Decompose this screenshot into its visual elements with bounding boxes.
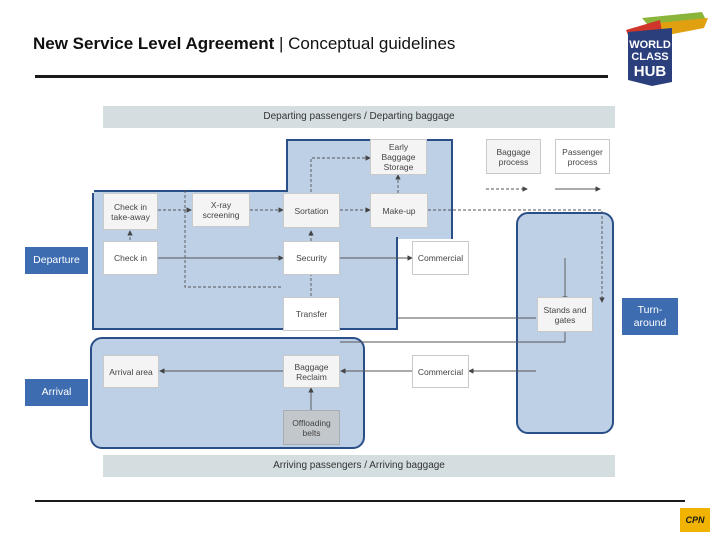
departure-region-seam <box>94 190 288 196</box>
box-transfer: Transfer <box>283 297 340 331</box>
box-baggage-reclaim: Baggage Reclaim <box>283 355 340 388</box>
title-bold: New Service Level Agreement <box>33 34 275 53</box>
box-sortation: Sortation <box>283 193 340 228</box>
box-early-baggage-storage: Early Baggage Storage <box>370 139 427 175</box>
box-make-up: Make-up <box>370 193 428 228</box>
box-baggage-process: Baggage process <box>486 139 541 174</box>
box-check-in: Check in <box>103 241 158 275</box>
box-commercial-arrival: Commercial <box>412 355 469 388</box>
title-rest: | Conceptual guidelines <box>279 34 456 53</box>
turnaround-tag: Turn-around <box>622 298 678 335</box>
box-arrival-area: Arrival area <box>103 355 159 388</box>
departure-tag: Departure <box>25 247 88 274</box>
arrival-tag: Arrival <box>25 379 88 406</box>
box-checkin-takeaway: Check in take-away <box>103 193 158 230</box>
header-rule <box>35 75 608 78</box>
box-xray-screening: X-ray screening <box>192 193 250 227</box>
arriving-band: Arriving passengers / Arriving baggage <box>103 455 615 477</box>
world-class-hub-logo: WORLD CLASS HUB <box>622 10 710 88</box>
turnaround-region <box>516 212 614 434</box>
box-passenger-process: Passenger process <box>555 139 610 174</box>
box-offloading-belts: Offloading belts <box>283 410 340 445</box>
box-commercial-departure: Commercial <box>412 241 469 275</box>
footer-rule <box>35 500 685 502</box>
cpn-logo: CPN <box>680 508 710 532</box>
page-title: New Service Level Agreement | Conceptual… <box>33 34 455 54</box>
logo-line3: HUB <box>634 63 667 80</box>
departing-band: Departing passengers / Departing baggage <box>103 106 615 128</box>
logo-line1: WORLD <box>629 39 671 51</box>
logo-line2: CLASS <box>631 51 668 63</box>
box-stands-and-gates: Stands and gates <box>537 297 593 332</box>
box-security: Security <box>283 241 340 275</box>
